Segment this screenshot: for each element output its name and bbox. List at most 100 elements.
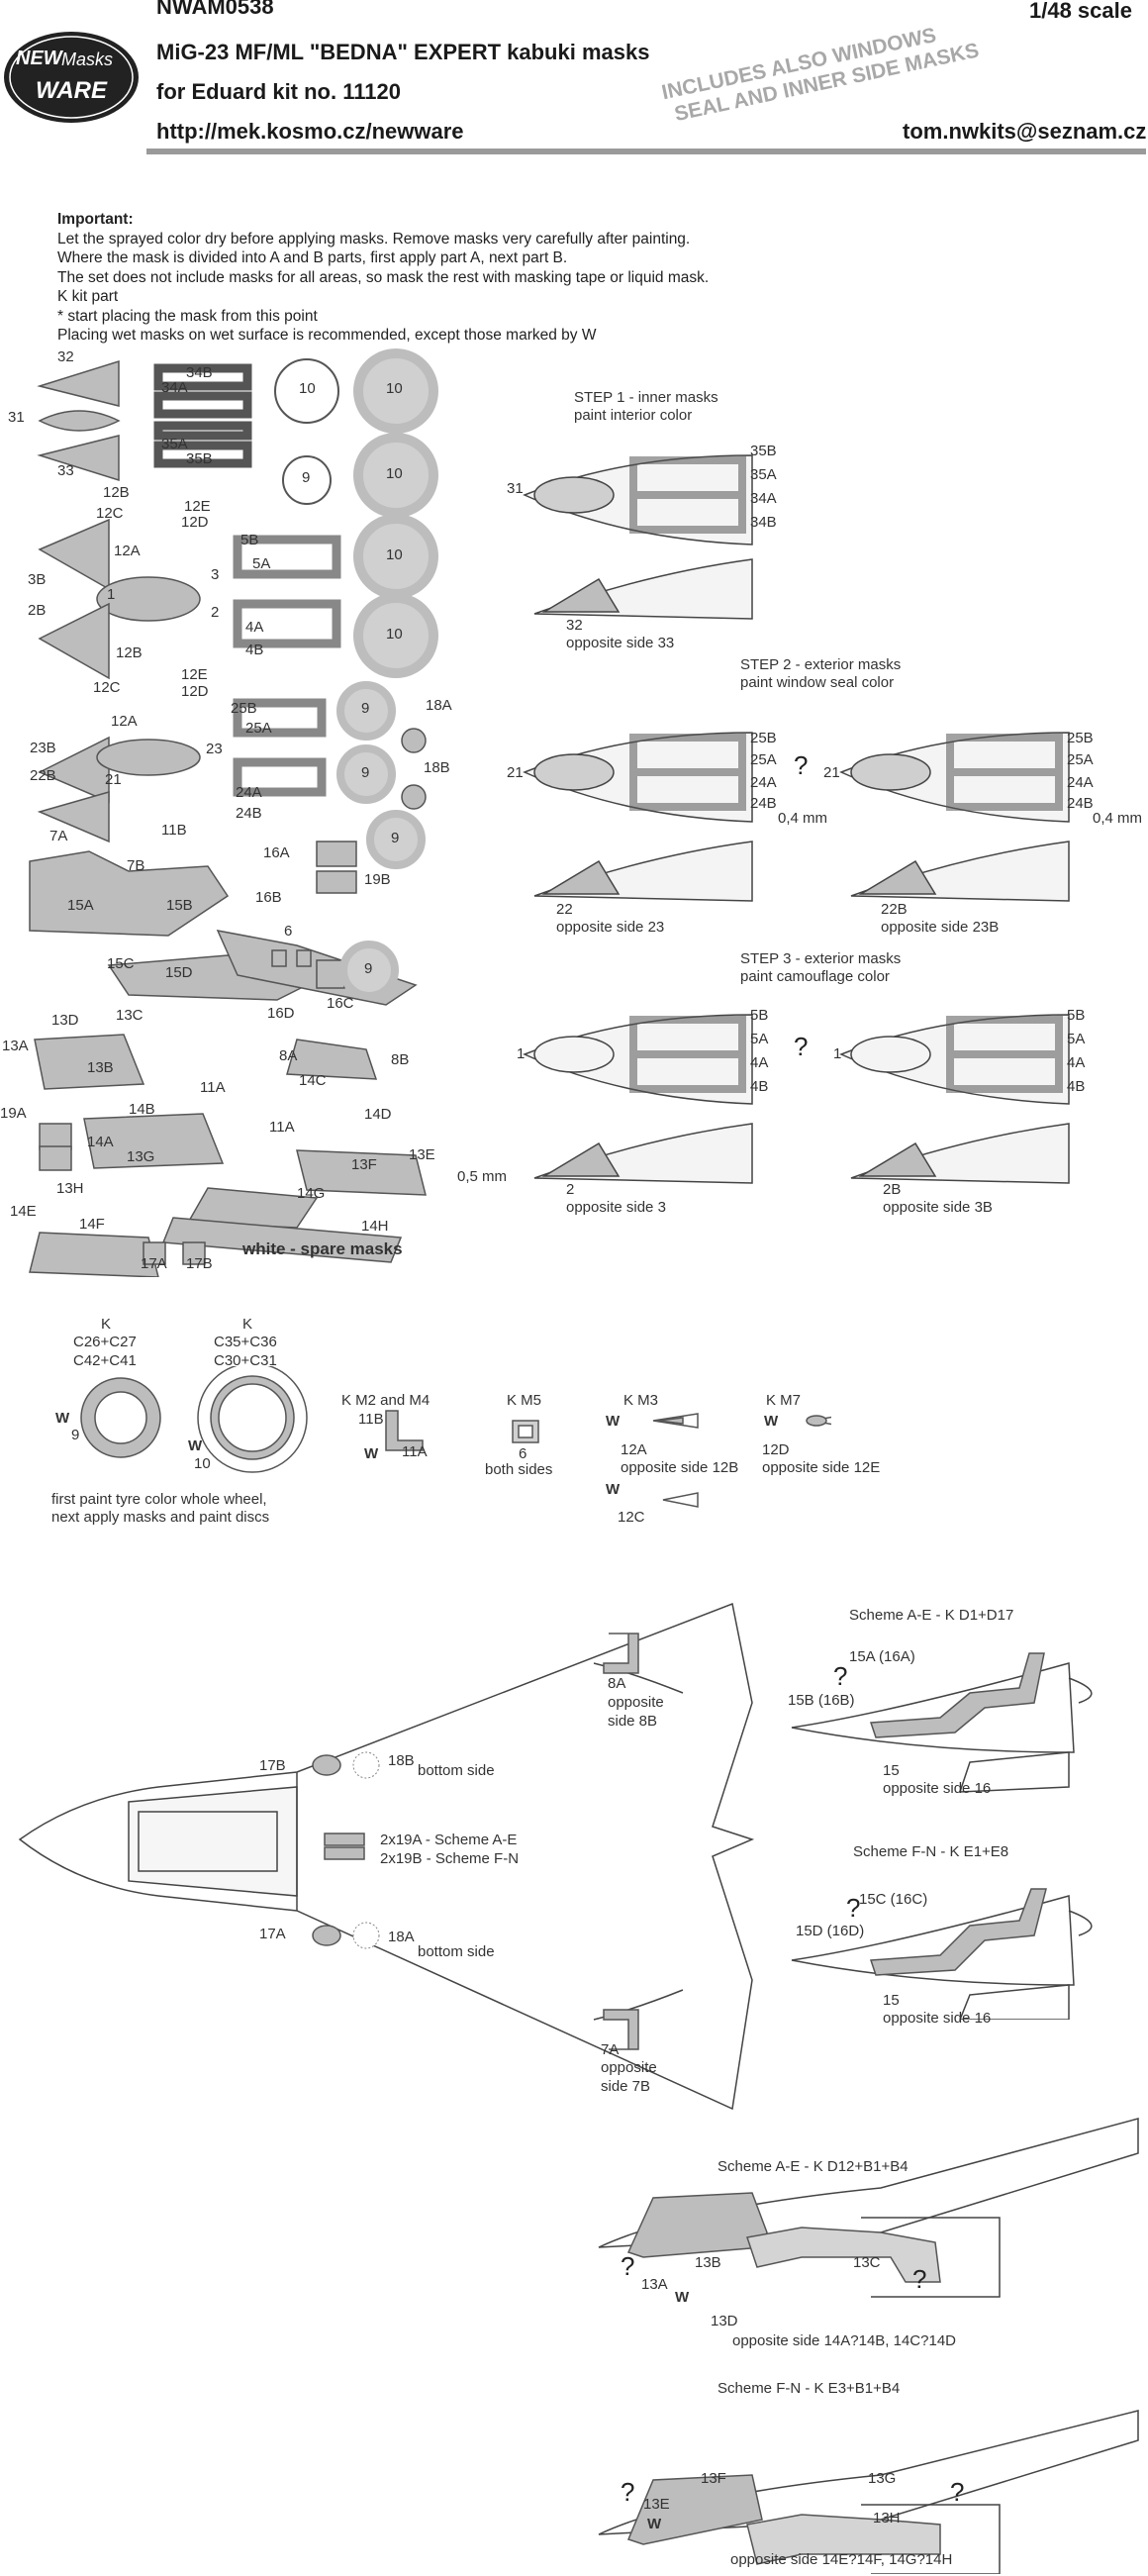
spine-fn-title: Scheme F-N - K E3+B1+B4	[718, 2380, 901, 2397]
sheet-part-label: 23B	[30, 740, 56, 756]
sheet-part-label: 13D	[51, 1012, 79, 1029]
step3-question: ?	[794, 1032, 809, 1061]
sheet-part-label: 13G	[127, 1148, 155, 1165]
spare-masks-note: white - spare masks	[242, 1239, 403, 1258]
step2-opposite2-num: 22B	[881, 901, 908, 918]
sheet-part-label: 3B	[28, 571, 47, 588]
logo-ellipse-graphic	[4, 32, 139, 123]
sheet-part-label: 14D	[364, 1106, 392, 1123]
step2-label: 25A	[750, 751, 777, 768]
scheme-fn-label-2: 15D (16D)	[796, 1923, 865, 1939]
spine-ae-question-2: ?	[912, 2264, 927, 2294]
step2-subtitle: paint window seal color	[740, 674, 895, 691]
sheet-part-label: 15C	[107, 955, 135, 972]
wheel1-line1: C26+C27	[73, 1334, 137, 1350]
sheet-part-label: 35A	[161, 436, 188, 452]
fuselage-label-19b: 2x19B - Scheme F-N	[380, 1850, 520, 1867]
fuselage-label-18b: 18B	[388, 1752, 415, 1769]
sheet-part-label: 21	[105, 771, 122, 788]
spine-ae-label: 13D	[711, 2313, 738, 2329]
sheet-circle-label: 9	[364, 960, 373, 977]
step1-label: 34A	[750, 490, 777, 507]
spine-ae-label: 13B	[695, 2254, 721, 2271]
sheet-part-label: 6	[284, 923, 293, 940]
scheme-fn-title: Scheme F-N - K E1+E8	[853, 1843, 1009, 1860]
header: NEW Masks WARE NWAM0538 1/48 scale MiG-2…	[0, 0, 1148, 158]
sheet-circle-label: 10	[386, 626, 403, 643]
kit-m2m4-a: 11B	[358, 1411, 384, 1428]
sheet-part-label: 14G	[297, 1185, 326, 1202]
instruction-line: Placing wet masks on wet surface is reco…	[57, 327, 597, 344]
sheet-part-label: 12C	[93, 679, 121, 696]
sheet-part-label: 14E	[10, 1203, 37, 1220]
step3-opposite2-num: 2B	[883, 1181, 902, 1198]
step2-opposite2: opposite side 23B	[881, 919, 1000, 936]
instruction-line: * start placing the mask from this point	[57, 307, 318, 325]
step1-label: 35B	[750, 443, 777, 459]
sheet-part-label: 13H	[56, 1180, 84, 1197]
sheet-part-label: 14A	[87, 1134, 114, 1150]
instructions-title: Important:	[57, 211, 134, 228]
step2-question: ?	[794, 750, 809, 780]
website-url[interactable]: http://mek.kosmo.cz/newware	[156, 119, 464, 144]
header-divider	[146, 149, 1146, 154]
instructions-block: Important: Let the sprayed color dry bef…	[57, 210, 810, 346]
kit-m2m4-b: 11A	[402, 1443, 428, 1460]
step3-opposite1-num: 2	[566, 1181, 575, 1198]
sheet-part-label: 12E	[181, 666, 208, 683]
sheet-part-label: 12A	[111, 713, 138, 730]
kit-m3-wet-b: W	[606, 1481, 621, 1498]
step3-title: STEP 3 - exterior masks	[740, 950, 902, 967]
spine-fn-question-1: ?	[621, 2477, 635, 2507]
kit-m7-title: K M7	[766, 1392, 802, 1409]
sheet-part-label: 13A	[2, 1038, 29, 1054]
logo-ware: WARE	[36, 77, 107, 104]
scheme-tail-graphic	[791, 1652, 1093, 2020]
sheet-part-label: 7A	[49, 828, 68, 844]
fuselage-label-8a-opp2: side 8B	[608, 1713, 658, 1730]
sheet-part-label: 2	[211, 604, 220, 621]
step2-number-right: 21	[823, 764, 840, 781]
step1-opposite: opposite side 33	[566, 635, 675, 651]
sheet-circle-label: 10	[386, 380, 403, 397]
spine-fn-label: 13E	[643, 2496, 670, 2513]
scheme-fn-label-1: 15C (16C)	[859, 1891, 928, 1908]
sheet-circle-label: 10	[386, 465, 403, 482]
instruction-line: The set does not include masks for all a…	[57, 268, 710, 286]
kit-m3-number: 12A	[621, 1441, 647, 1458]
spine-ae-question-1: ?	[621, 2251, 635, 2281]
step3-subtitle: paint camouflage color	[740, 968, 890, 985]
sheet-part-label: 17A	[141, 1255, 167, 1272]
fuselage-label-7a-opp2: side 7B	[601, 2078, 651, 2095]
sheet-part-label: 13E	[409, 1146, 435, 1163]
step1-opposite-num: 32	[566, 617, 583, 634]
step2-title: STEP 2 - exterior masks	[740, 656, 902, 673]
contact-email[interactable]: tom.nwkits@seznam.cz	[903, 119, 1147, 144]
mask-sheet-graphic	[29, 348, 438, 1277]
sheet-part-label: 18B	[424, 759, 450, 776]
scheme-fn-opposite: opposite side 16	[883, 2010, 992, 2027]
sheet-part-label: 34A	[161, 379, 188, 396]
sheet-part-label: 4A	[245, 619, 264, 636]
sheet-part-label: 11A	[200, 1079, 226, 1096]
logo-masks: Masks	[61, 50, 114, 69]
spine-fn-label: 13G	[868, 2470, 897, 2487]
sheet-part-label: 13F	[351, 1156, 377, 1173]
sheet-part-label: 1	[107, 586, 116, 603]
sheet-part-label: 12E	[184, 498, 211, 515]
step1-title: STEP 1 - inner masks	[574, 389, 718, 406]
kit-reference: for Eduard kit no. 11120	[156, 79, 401, 104]
sheet-part-label: 12B	[116, 644, 143, 661]
sheet-part-label: 19A	[0, 1105, 27, 1122]
sheet-part-label: 23	[206, 741, 223, 757]
scheme-fn-num: 15	[883, 1992, 900, 2009]
step3-label-right: 5A	[1067, 1031, 1086, 1047]
step2-label: 24A	[750, 774, 777, 791]
scheme-fn-question: ?	[846, 1893, 861, 1923]
sheet-part-label: 8A	[279, 1047, 298, 1064]
wheel-note-line1: first paint tyre color whole wheel,	[51, 1491, 267, 1508]
sheet-part-label: 12A	[114, 543, 141, 559]
logo-new: NEW	[16, 48, 62, 69]
step3-number-left: 1	[517, 1045, 526, 1062]
step1-label: 31	[507, 480, 524, 497]
